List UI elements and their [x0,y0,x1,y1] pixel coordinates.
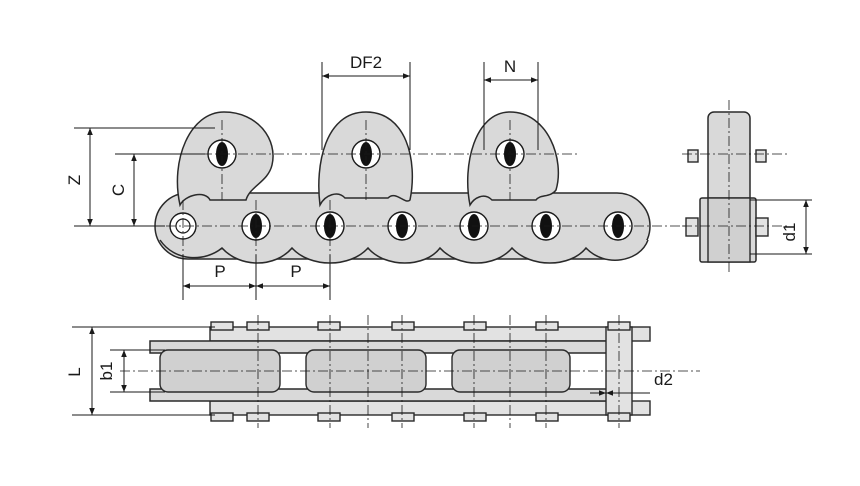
df2-label: DF2 [350,53,382,72]
top-pin-heads [210,321,631,422]
side-pin-head [755,217,769,237]
l-label: L [65,367,84,376]
d2-label: d2 [654,370,673,389]
side-view: d1 [682,100,812,275]
p-label-1: P [214,262,225,281]
front-view: Z C DF2 N P P [65,53,690,300]
plate-scallops [159,239,649,264]
d1-label: d1 [780,223,799,242]
top-view: L b1 d2 [65,315,700,428]
outer-plate-top [209,326,651,342]
side-pin-head [687,149,699,163]
outer-plate-bottom [209,400,651,416]
side-pin-head [755,149,767,163]
side-pin-head [685,217,699,237]
z-label: Z [65,175,84,185]
c-label: C [109,184,128,196]
b1-label: b1 [97,362,116,381]
n-label: N [504,57,516,76]
p-label-2: P [290,262,301,281]
